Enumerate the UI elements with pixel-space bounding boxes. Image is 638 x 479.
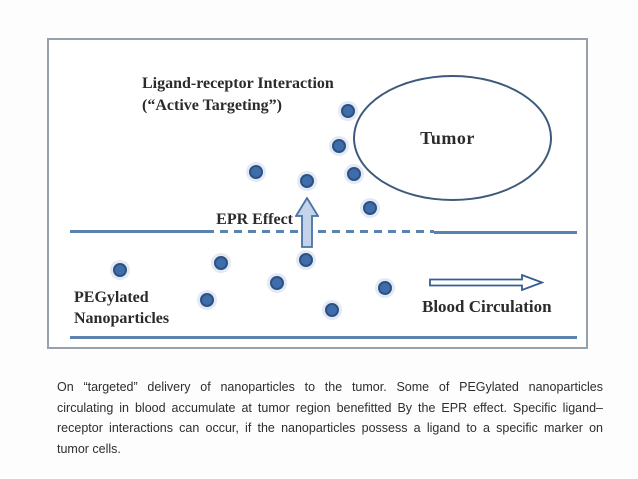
- pegylated-nanoparticles-label: PEGylated Nanoparticles: [74, 287, 169, 329]
- tumor-label: Tumor: [420, 127, 475, 148]
- vessel-wall-right-segment: [434, 231, 577, 234]
- diagram-title-line2: (“Active Targeting”): [142, 97, 282, 114]
- nanoparticle-dot: [347, 167, 361, 181]
- diagram-title: Ligand-receptor Interaction (“Active Tar…: [142, 73, 334, 117]
- caption-line: circulating in blood accumulate at tumor…: [57, 400, 603, 415]
- epr-up-arrow-icon: [295, 197, 319, 248]
- nanoparticle-dot: [270, 276, 284, 290]
- nanoparticle-dot: [200, 293, 214, 307]
- blood-circulation-label: Blood Circulation: [422, 297, 552, 316]
- pegylated-label-line2: Nanoparticles: [74, 310, 170, 327]
- nanoparticle-dot: [378, 281, 392, 295]
- nanoparticle-dot: [249, 165, 263, 179]
- epr-effect-label: EPR Effect: [216, 211, 293, 228]
- vessel-wall-bottom: [70, 336, 577, 339]
- caption-line: receptor interactions can occur, if the …: [57, 421, 603, 435]
- nanoparticle-dot: [113, 263, 127, 277]
- figure-caption: On “targeted” delivery of nanoparticles …: [57, 377, 603, 459]
- nanoparticle-dot: [363, 201, 377, 215]
- nanoparticle-dot: [300, 174, 314, 188]
- nanoparticle-dot: [214, 256, 228, 270]
- nanoparticle-dot: [332, 139, 346, 153]
- nanoparticle-dot: [299, 253, 313, 267]
- blood-circulation-arrow-icon: [429, 274, 544, 291]
- caption-line: tumor cells.: [57, 441, 121, 456]
- pegylated-label-line1: PEGylated: [74, 289, 149, 306]
- nanoparticle-dot: [341, 104, 355, 118]
- caption-line: On “targeted” delivery of nanoparticles …: [57, 380, 603, 394]
- nanoparticle-dot: [325, 303, 339, 317]
- vessel-wall-left-segment: [70, 230, 206, 233]
- vessel-wall-dashed-segment: [206, 230, 434, 233]
- diagram-title-line1: Ligand-receptor Interaction: [142, 75, 334, 92]
- tumor-ellipse: Tumor: [353, 75, 552, 201]
